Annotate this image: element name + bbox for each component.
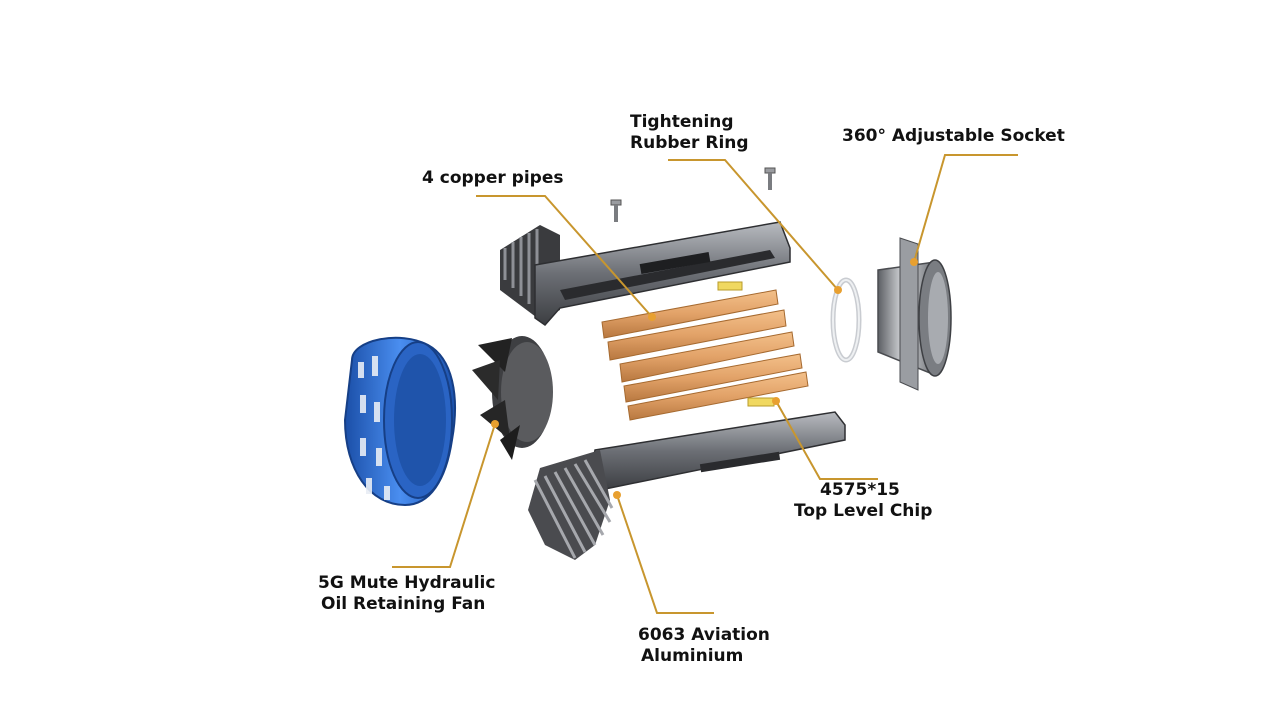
label-socket-line1: 360° Adjustable Socket xyxy=(842,126,1065,147)
label-copper-pipes-line1: 4 copper pipes xyxy=(422,168,564,189)
leader-dot xyxy=(613,491,621,499)
label-chip-line1: 4575*15 xyxy=(820,480,900,501)
bottom-housing xyxy=(528,412,845,560)
leader-line-socket xyxy=(914,155,1018,262)
leader-line-aluminium xyxy=(617,495,714,613)
label-aluminium: 6063 Aviation Aluminium xyxy=(638,625,770,667)
leader-dot xyxy=(491,420,499,428)
screw-icon xyxy=(611,200,621,222)
label-chip-line2: Top Level Chip xyxy=(794,501,932,522)
label-fan: 5G Mute Hydraulic Oil Retaining Fan xyxy=(318,573,495,615)
fan-unit xyxy=(472,336,553,460)
label-rubber-ring-line1: Tightening xyxy=(630,112,749,133)
label-rubber-ring: Tightening Rubber Ring xyxy=(630,112,749,154)
label-aluminium-line2: Aluminium xyxy=(638,646,770,667)
screws xyxy=(611,168,775,222)
leader-dot xyxy=(648,313,656,321)
label-socket: 360° Adjustable Socket xyxy=(842,126,1065,147)
leader-dot xyxy=(834,286,842,294)
label-rubber-ring-line2: Rubber Ring xyxy=(630,133,749,154)
leader-dot xyxy=(910,258,918,266)
label-aluminium-line1: 6063 Aviation xyxy=(638,625,770,646)
label-copper-pipes: 4 copper pipes xyxy=(422,168,564,189)
screw-icon xyxy=(765,168,775,190)
leader-dot xyxy=(772,397,780,405)
blue-shell-ring xyxy=(345,338,455,505)
label-fan-line1: 5G Mute Hydraulic xyxy=(318,573,495,594)
label-fan-line2: Oil Retaining Fan xyxy=(318,594,495,615)
label-chip-2: Top Level Chip xyxy=(794,501,932,522)
label-chip: 4575*15 xyxy=(820,480,900,501)
